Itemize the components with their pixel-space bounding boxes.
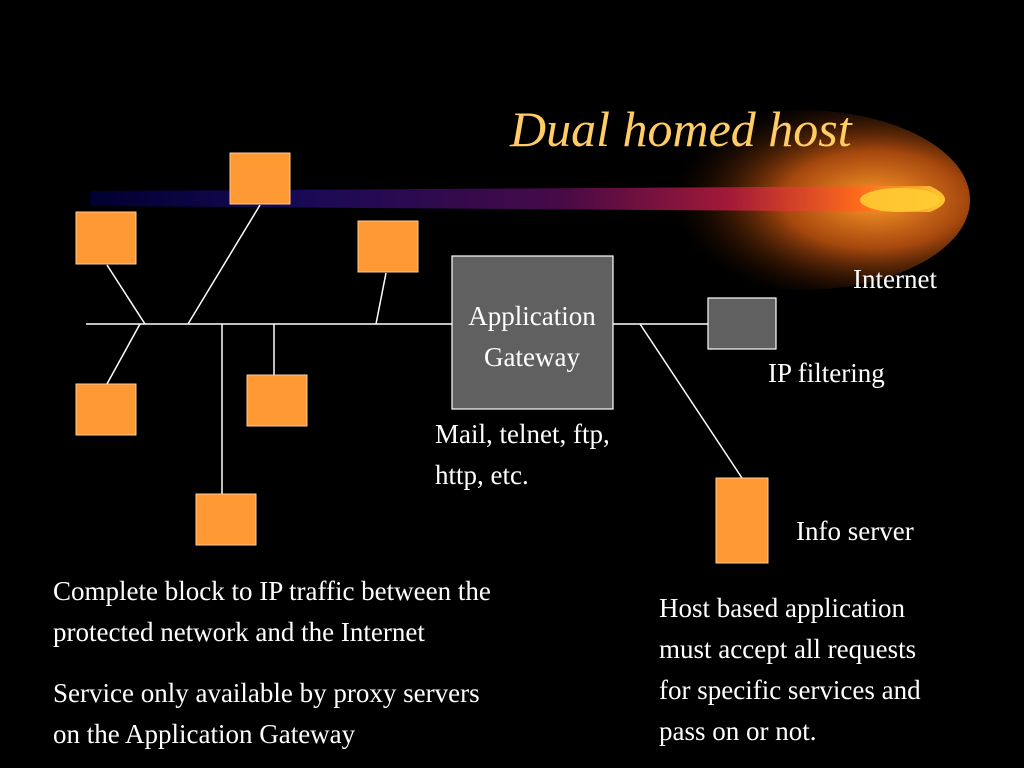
host-node — [75, 211, 137, 265]
note-host-based-app-line-3: for specific services and — [659, 675, 921, 705]
host-node — [75, 383, 137, 436]
gateway-label-line-1: Application — [468, 301, 596, 331]
note-ip-block-line-1: Complete block to IP traffic between the — [53, 576, 491, 606]
host-node — [357, 220, 419, 273]
host-node — [195, 493, 257, 546]
note-host-based-app-line-1: Host based application — [659, 593, 905, 623]
link-node-3 — [375, 272, 387, 325]
host-node — [246, 374, 308, 427]
services-label-line-1: Mail, telnet, ftp, — [435, 419, 610, 449]
slide-title: Dual homed host — [510, 101, 852, 157]
services-label-line-2: http, etc. — [435, 460, 529, 490]
application-gateway-box — [451, 255, 614, 410]
link-node-2 — [187, 204, 261, 325]
note-host-based-app-line-2: must accept all requests — [659, 634, 917, 664]
host-node — [229, 152, 291, 205]
link-node-1 — [106, 264, 146, 325]
note-proxy-service: Service only available by proxy servers … — [53, 673, 480, 755]
comet-swoosh-icon — [90, 110, 970, 290]
gateway-label-line-2: Gateway — [484, 342, 580, 372]
internet-label: Internet — [853, 264, 937, 294]
services-label: Mail, telnet, ftp, http, etc. — [435, 414, 610, 496]
note-host-based-app-line-4: pass on or not. — [659, 716, 817, 746]
ip-filtering-router — [707, 297, 777, 350]
link-info-server — [639, 323, 743, 479]
note-proxy-service-line-1: Service only available by proxy servers — [53, 678, 480, 708]
note-host-based-app: Host based application must accept all r… — [659, 588, 921, 752]
note-ip-block-line-2: protected network and the Internet — [53, 617, 425, 647]
ip-filtering-label: IP filtering — [768, 358, 885, 388]
gateway-label: Application Gateway — [452, 296, 612, 378]
info-server-label: Info server — [796, 516, 914, 546]
info-server-node — [715, 477, 769, 564]
network-links — [86, 204, 743, 494]
link-node-4 — [101, 323, 141, 394]
note-proxy-service-line-2: on the Application Gateway — [53, 719, 356, 749]
protected-hosts — [75, 152, 419, 546]
note-ip-block: Complete block to IP traffic between the… — [53, 571, 491, 653]
